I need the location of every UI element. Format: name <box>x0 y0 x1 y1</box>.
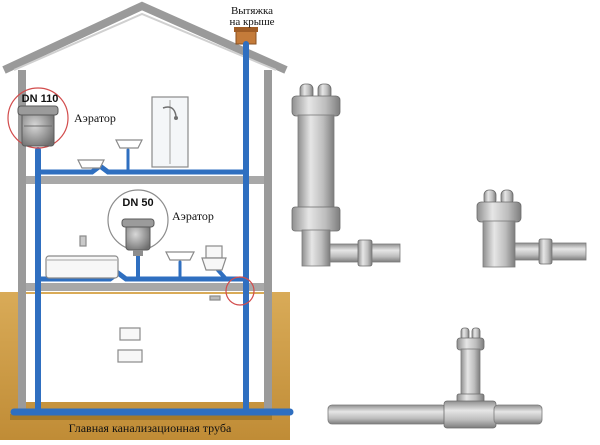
tall-cap-collar <box>291 95 341 117</box>
roof-inner <box>13 12 277 71</box>
basement-fixture-bottom <box>117 349 143 363</box>
dn110-highlight-ring <box>7 87 69 149</box>
basement-interior <box>24 294 266 402</box>
dn50-body <box>125 223 151 251</box>
tee-riser <box>460 348 481 396</box>
short-side-branch <box>514 242 542 261</box>
bath-faucet <box>79 235 87 247</box>
foundation-slab <box>10 414 272 420</box>
basement-fixture-top <box>119 327 141 341</box>
short-side-pipe <box>551 242 587 261</box>
right-wall <box>264 70 272 414</box>
tall-body <box>297 114 335 214</box>
upper-toilet-basin <box>77 159 105 169</box>
shower-head-dot <box>174 116 178 120</box>
bathtub <box>45 255 119 279</box>
toilet-bowl <box>201 257 227 271</box>
shower-head <box>162 106 177 117</box>
middle-sink <box>165 251 195 261</box>
aerator-assembly-short <box>476 189 587 268</box>
tall-side-branch <box>329 243 361 263</box>
toilet-tank <box>205 245 223 259</box>
floor-upper <box>26 176 264 184</box>
tall-side-socket <box>357 239 373 267</box>
roof-outline <box>2 1 288 74</box>
dn110-body <box>21 111 55 147</box>
short-cap-collar <box>476 201 522 223</box>
dn110-cap <box>17 105 59 116</box>
tee-fitting <box>443 400 497 429</box>
aerator-assembly-tall <box>291 83 401 267</box>
roof-vent-label-line1: Вытяжка <box>231 5 273 17</box>
aerator-assembly-tee <box>327 327 543 429</box>
aerator-top-label: Аэратор <box>74 111 116 125</box>
dn50-cap <box>121 218 155 228</box>
upper-sink <box>115 139 143 149</box>
tall-side-pipe <box>371 243 401 263</box>
short-body <box>482 220 516 268</box>
roof-vent-label-line2: на крыше <box>229 16 274 28</box>
left-wall <box>18 70 26 414</box>
short-side-socket <box>538 238 553 265</box>
dn110-label: DN 110 <box>22 93 59 105</box>
tee-cap-collar <box>456 337 485 351</box>
fixtures <box>45 96 227 363</box>
aerator-middle-label: Аэратор <box>172 209 214 223</box>
upper-floor-drain <box>35 162 249 175</box>
dn50-stem <box>133 250 143 256</box>
tall-lower-socket <box>291 206 341 232</box>
roof-vent-cap-top <box>234 27 258 32</box>
main-pipe-label: Главная канализационная труба <box>69 421 232 435</box>
aerator-dn50 <box>107 189 169 256</box>
floor-middle <box>26 283 264 291</box>
aerator-dn110 <box>7 87 69 149</box>
toilet-drop <box>216 268 228 281</box>
floor-drain <box>209 295 221 301</box>
tee-pipe-right <box>493 404 543 425</box>
junction-highlight-ring <box>225 276 255 306</box>
tall-lower-pipe <box>301 229 331 267</box>
tee-pipe-left <box>327 404 447 425</box>
dn50-label: DN 50 <box>122 197 153 209</box>
